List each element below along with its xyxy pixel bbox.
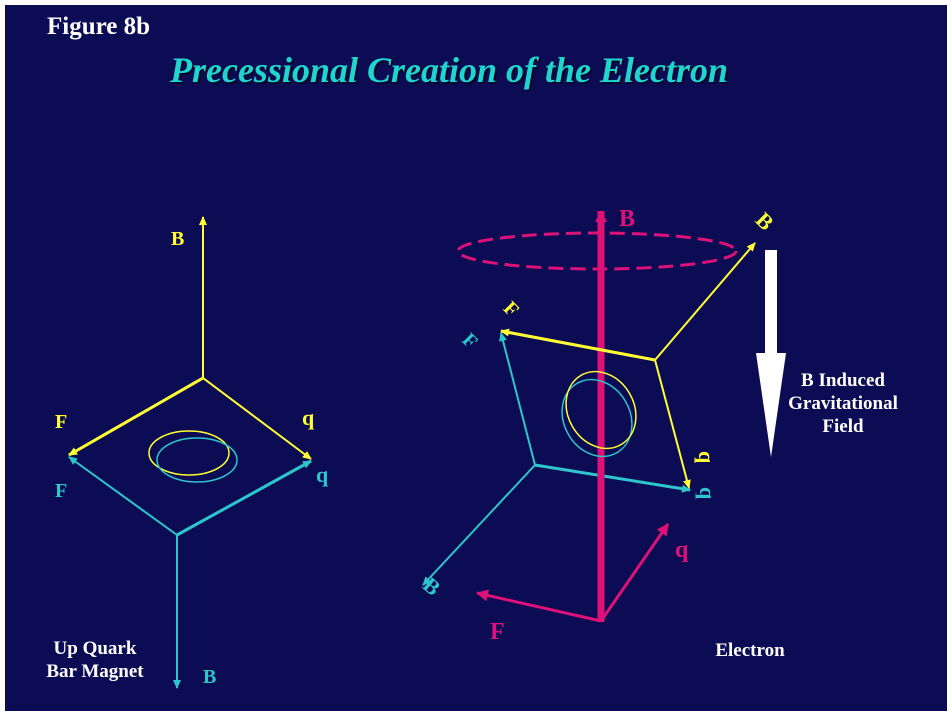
field-note-line1: B Induced	[801, 370, 885, 391]
left-caption-line1: Up Quark	[53, 638, 137, 659]
field-note-line3: Field	[822, 415, 864, 437]
right-f-magenta-label: F	[490, 619, 505, 645]
right-f-vector-yellow	[500, 328, 656, 362]
slide: Figure 8b Precessional Creation of the E…	[5, 5, 947, 711]
left-loop-cyan	[156, 437, 238, 483]
right-q-vector-magenta	[599, 523, 670, 622]
precession-diagram: B B F F q q B	[55, 206, 786, 689]
left-diagram: B B F F q q	[55, 216, 329, 689]
left-q-vector-cyan	[176, 459, 312, 537]
left-caption: Up Quark Bar Magnet	[25, 638, 165, 684]
figure-label: Figure 8b	[47, 13, 151, 40]
right-f-vector-magenta	[476, 589, 602, 623]
left-q-yellow-label: q	[302, 405, 315, 430]
right-loop-yellow	[565, 370, 637, 450]
left-loop-yellow	[148, 430, 230, 476]
left-b-bottom-label: B	[203, 666, 216, 688]
slide-title: Precessional Creation of the Electron	[170, 50, 728, 90]
right-b-axis-label: B	[619, 206, 635, 232]
right-q-magenta-label: q	[675, 537, 689, 563]
precession-cone-ellipse	[456, 231, 738, 271]
gravitational-field-arrow	[756, 250, 786, 457]
left-f-vector-yellow	[68, 376, 204, 457]
left-b-top-label: B	[171, 228, 184, 250]
left-f-yellow-label: F	[55, 411, 67, 433]
right-q-vector-yellow	[654, 359, 691, 489]
field-note-line2: Gravitational	[788, 392, 898, 414]
right-q-cyan-label: q	[695, 487, 720, 500]
right-q-yellow-label: q	[694, 451, 719, 464]
field-note: B Induced Gravitational Field	[778, 370, 908, 438]
right-q-vector-cyan	[534, 463, 691, 493]
right-diagram: B B B F F F q q q	[418, 206, 779, 645]
right-b-tilted-label: B	[751, 207, 779, 235]
left-q-vector-yellow	[202, 377, 312, 460]
right-f-yellow-label: F	[499, 297, 523, 321]
left-f-vector-cyan	[68, 456, 178, 536]
right-f-vector-cyan	[499, 332, 536, 466]
left-caption-line2: Bar Magnet	[46, 660, 144, 682]
left-q-cyan-label: q	[316, 462, 329, 487]
right-b-vector-yellow	[654, 242, 756, 361]
right-b-vector-cyan	[422, 464, 536, 586]
left-f-cyan-label: F	[55, 480, 67, 502]
right-f-cyan-label: F	[458, 329, 482, 353]
electron-caption: Electron	[715, 640, 785, 661]
right-b-cyan-label: B	[418, 572, 446, 601]
right-loop-cyan	[561, 378, 633, 458]
